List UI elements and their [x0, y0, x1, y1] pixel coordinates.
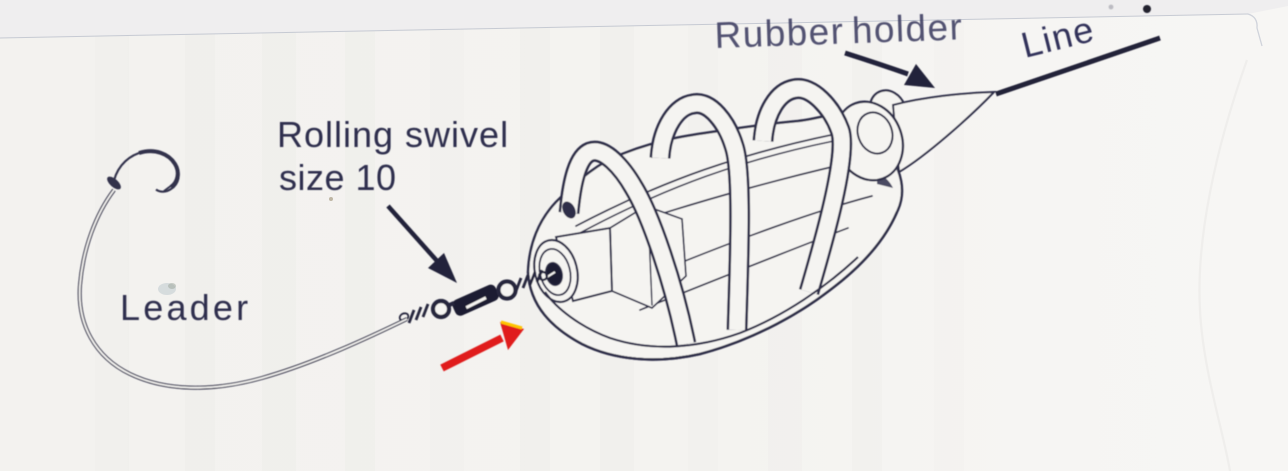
svg-text:size 10: size 10: [279, 157, 397, 198]
svg-text:Rolling swivel: Rolling swivel: [277, 114, 509, 155]
svg-text:Rubber holder: Rubber holder: [714, 6, 964, 56]
svg-text:Leader: Leader: [120, 287, 251, 328]
